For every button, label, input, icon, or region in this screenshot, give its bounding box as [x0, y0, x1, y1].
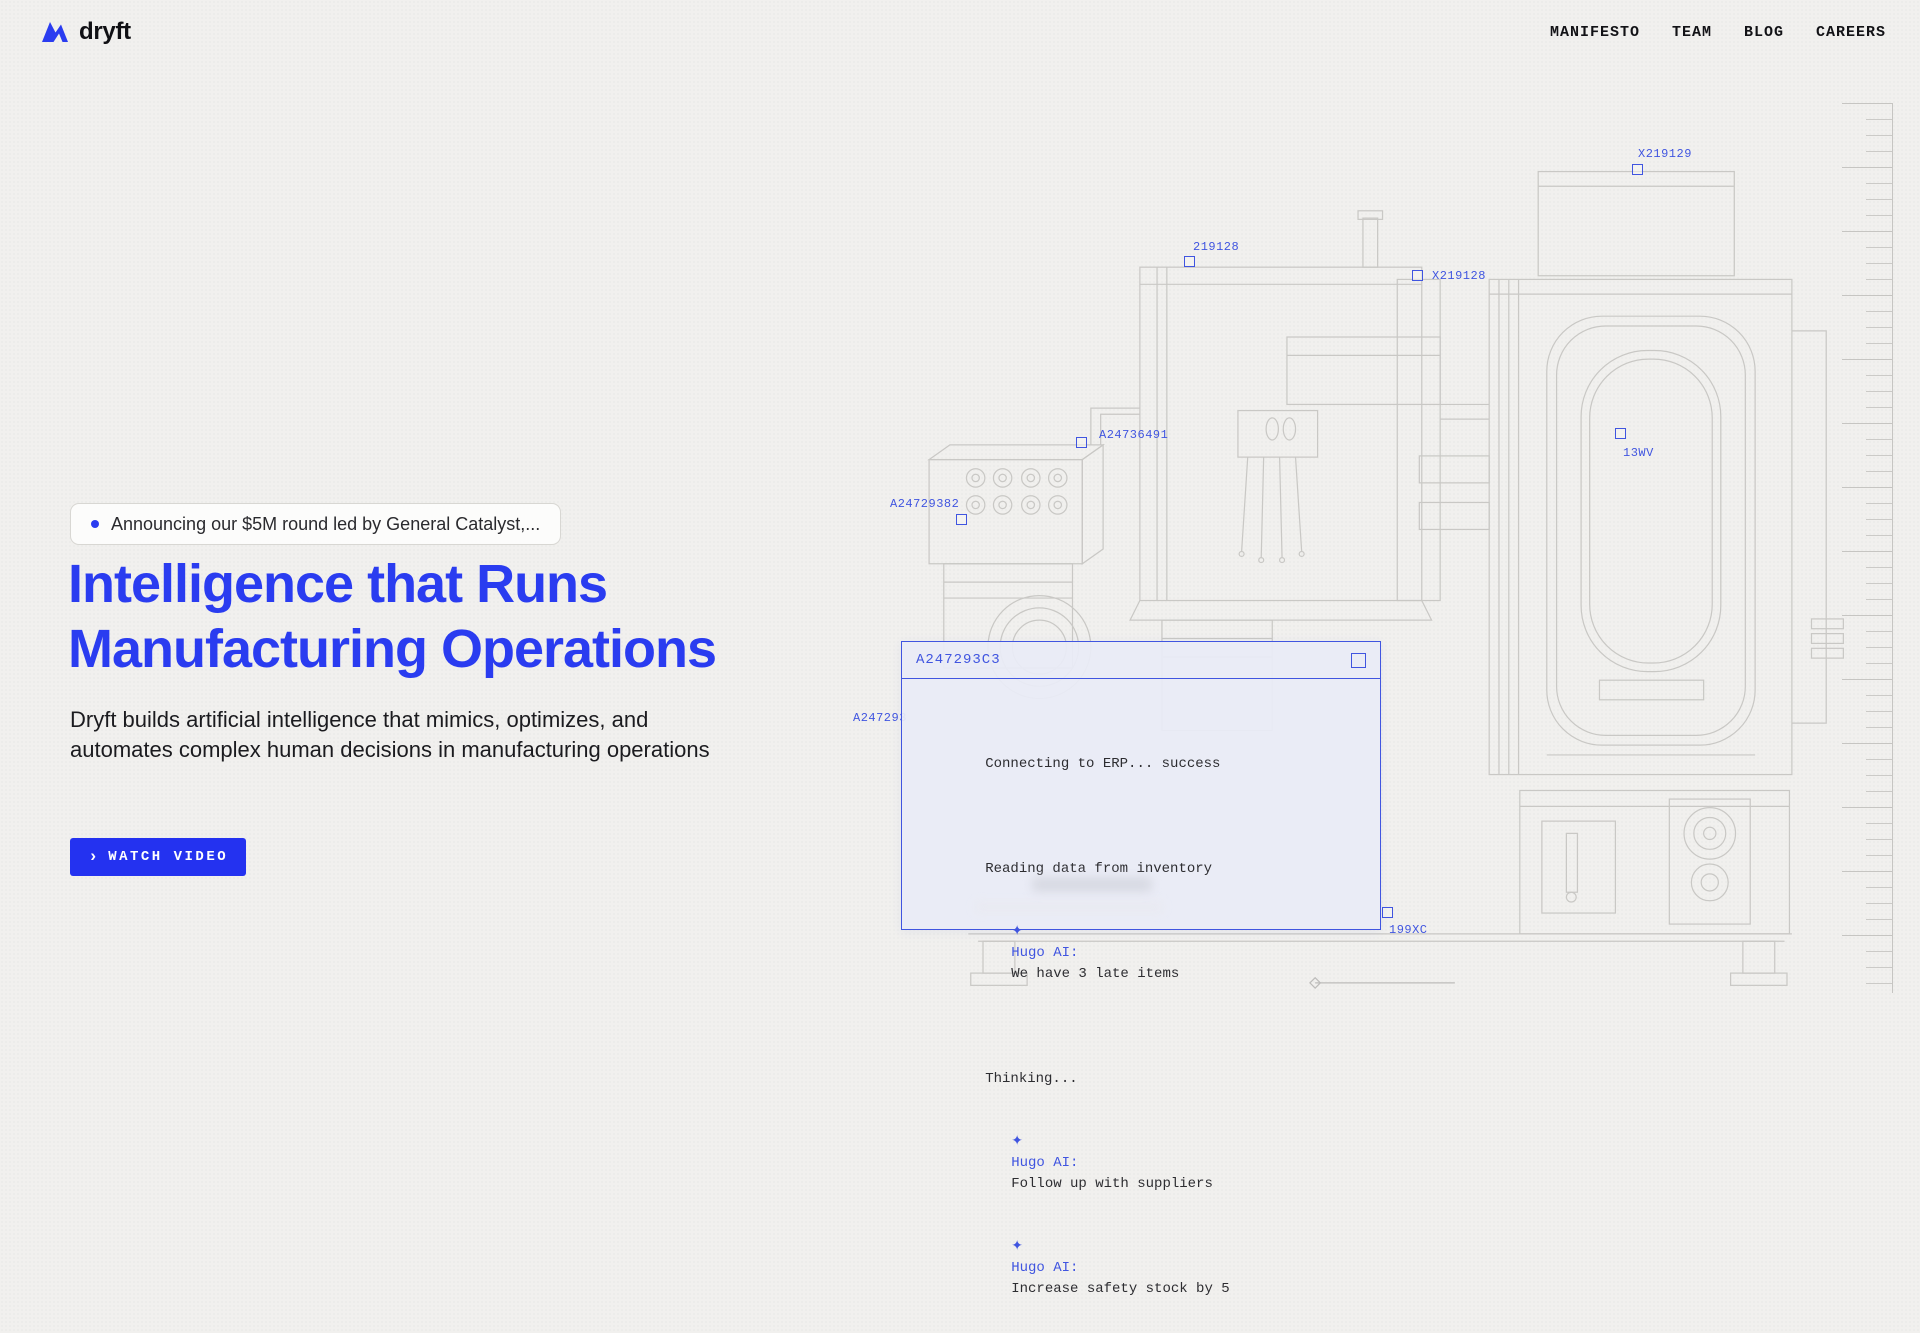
agent-name: Hugo AI:	[1011, 945, 1079, 961]
page: dryft MANIFESTO TEAM BLOG CAREERS Announ…	[0, 0, 1920, 1297]
agent-name: Hugo AI:	[1011, 1155, 1079, 1171]
blueprint-svg	[927, 170, 1844, 989]
page-title: Intelligence that Runs Manufacturing Ope…	[68, 552, 808, 682]
terminal-line: ✦ Hugo AI: Follow up with suppliers	[918, 1111, 1364, 1216]
blueprint-marker	[1184, 256, 1195, 267]
terminal-line-text: Thinking...	[985, 1071, 1078, 1087]
blueprint-marker	[1615, 428, 1626, 439]
logo-mark-icon	[40, 20, 70, 44]
terminal-line: ✦ Hugo AI: We have 3 late items	[918, 901, 1364, 1006]
star-icon: ✦	[1011, 1134, 1023, 1150]
terminal-line: Reading data from inventory	[918, 796, 1364, 901]
brand-logo[interactable]: dryft	[40, 18, 131, 46]
watch-video-label: WATCH VIDEO	[108, 849, 229, 865]
terminal-line-text: We have 3 late items	[1011, 966, 1180, 982]
terminal-line: ✦ Hugo AI: Increase safety stock by 5	[918, 1216, 1364, 1321]
page-title-line1: Intelligence that Runs	[68, 554, 608, 614]
announcement-text: Announcing our $5M round led by General …	[111, 513, 541, 534]
terminal-body: Connecting to ERP... success Reading dat…	[902, 679, 1380, 1333]
blueprint-illustration	[858, 98, 1912, 1010]
nav-item-careers[interactable]: CAREERS	[1815, 23, 1886, 41]
brand-name: dryft	[79, 18, 131, 45]
checkbox-icon[interactable]	[1351, 652, 1366, 668]
blueprint-marker	[956, 514, 967, 525]
blueprint-label: 219128	[1193, 240, 1240, 254]
chevron-right-icon: ›	[88, 847, 99, 867]
star-icon: ✦	[1011, 1239, 1023, 1255]
terminal-window: A247293C3 Connecting to ERP... success R…	[901, 641, 1381, 1297]
blueprint-marker	[1382, 907, 1393, 918]
blueprint-marker	[1412, 270, 1423, 281]
terminal-line: Thinking...	[918, 1006, 1364, 1111]
terminal-line-text: Connecting to ERP... success	[985, 756, 1221, 772]
blueprint-label: A24736491	[1099, 428, 1169, 442]
header: dryft MANIFESTO TEAM BLOG CAREERS	[0, 0, 1920, 64]
hero-subtitle: Dryft builds artificial intelligence tha…	[70, 707, 710, 762]
announcement-pill[interactable]: Announcing our $5M round led by General …	[70, 503, 562, 545]
terminal-titlebar: A247293C3	[902, 642, 1380, 679]
blueprint-label: X219129	[1638, 147, 1692, 161]
blueprint-marker	[1632, 164, 1643, 175]
terminal-title: A247293C3	[916, 652, 1001, 668]
dimension-line	[1309, 976, 1455, 989]
terminal-line-text: Increase safety stock by 5	[1011, 1281, 1230, 1297]
main-nav: MANIFESTO TEAM BLOG CAREERS	[1550, 24, 1886, 41]
nav-item-blog[interactable]: BLOG	[1743, 23, 1784, 41]
terminal-line-text: Reading data from inventory	[985, 861, 1213, 877]
blurred-text-smudge	[974, 901, 1164, 913]
nav-item-manifesto[interactable]: MANIFESTO	[1549, 23, 1640, 41]
terminal-line-text: Follow up with suppliers	[1011, 1176, 1213, 1192]
terminal-line: Connecting to ERP... success	[918, 691, 1364, 796]
blueprint-label: 13WV	[1623, 446, 1654, 460]
blueprint-label: A24729382	[890, 497, 960, 511]
ruler-ticks	[1842, 103, 1893, 993]
blurred-text-smudge	[1032, 877, 1152, 892]
blueprint-label: 199XC	[1389, 923, 1428, 937]
blueprint-label: X219128	[1432, 269, 1486, 283]
announcement-dot-icon	[91, 520, 99, 528]
star-icon: ✦	[1011, 924, 1023, 940]
page-title-line2: Manufacturing Operations	[68, 619, 717, 679]
nav-item-team[interactable]: TEAM	[1671, 23, 1712, 41]
blueprint-label: A247293	[853, 711, 907, 725]
blueprint-marker	[1076, 437, 1087, 448]
agent-name: Hugo AI:	[1011, 1260, 1079, 1276]
watch-video-button[interactable]: › WATCH VIDEO	[70, 838, 247, 876]
